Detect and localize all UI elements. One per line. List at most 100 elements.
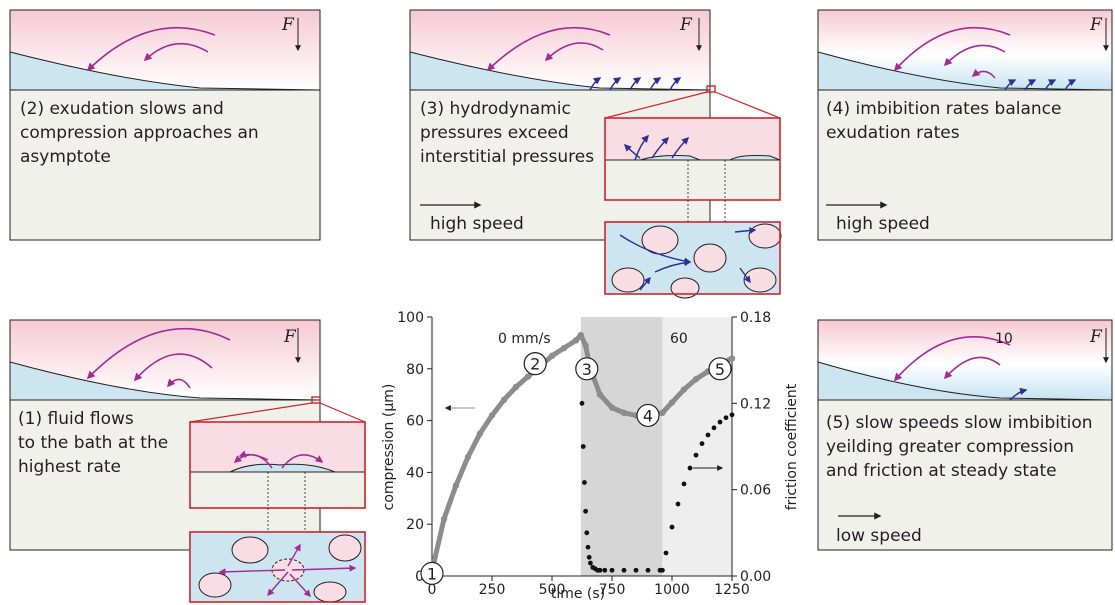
friction-point <box>583 508 588 514</box>
friction-point <box>705 432 711 438</box>
friction-point <box>729 412 735 418</box>
force-label: F <box>281 15 295 35</box>
y-axis-label: compression (μm) <box>381 384 397 511</box>
friction-point <box>584 530 590 536</box>
friction-point <box>597 567 603 573</box>
panel-5-speed: low speed <box>836 526 922 546</box>
flow-arrow <box>133 353 213 382</box>
friction-point <box>588 560 593 566</box>
friction-point <box>711 425 717 431</box>
panel-2: F (2) exudation slows and compression ap… <box>9 9 321 241</box>
x-tick-label: 750 <box>599 582 626 598</box>
panel-1-line-3: highest rate <box>18 457 121 477</box>
friction-point <box>699 441 705 447</box>
flow-arrow <box>86 26 216 72</box>
friction-point <box>681 481 687 487</box>
y2-axis-label: friction coefficient <box>784 383 800 510</box>
compression-line <box>429 332 735 574</box>
phase-marker-label-1: 1 <box>427 564 437 583</box>
friction-point <box>582 480 587 485</box>
friction-point <box>580 444 586 449</box>
panel-2-line-1: (2) exudation slows and <box>20 99 224 119</box>
y-tick-label: 20 <box>406 517 424 533</box>
contact-surface <box>9 89 321 241</box>
cartilage-surface <box>817 51 1113 91</box>
flow-arrow <box>143 42 209 62</box>
x-tick-label: 1250 <box>714 582 750 598</box>
zoom-inset-surface <box>604 117 781 201</box>
panel-5-line-3: and friction at steady state <box>826 461 1057 481</box>
y2-tick-label: 0.18 <box>740 310 771 326</box>
friction-point <box>723 415 729 421</box>
panel-5-line-2: yeilding greater compression <box>826 437 1074 457</box>
friction-point <box>669 524 675 530</box>
panel-2-line-3: asymptote <box>20 147 111 167</box>
friction-point <box>609 567 615 573</box>
friction-point <box>660 567 665 573</box>
panel-5-line-1: (5) slow speeds slow imbibition <box>826 413 1093 433</box>
friction-point <box>687 465 693 471</box>
panel-3-line-1: (3) hydrodynamic <box>420 99 571 119</box>
force-label: F <box>283 327 297 347</box>
force-label: F <box>679 15 693 35</box>
phase-marker-label-4: 4 <box>643 406 653 425</box>
contact-surface <box>817 89 1113 241</box>
contact-surface <box>817 399 1113 551</box>
speed-phase-shading <box>580 317 732 576</box>
panel-5: F (5) slow speeds slow imbibition yeildi… <box>817 319 1113 551</box>
flow-arrow <box>486 26 611 72</box>
panel-4-line-2: exudation rates <box>826 123 960 143</box>
y-tick-label: 0 <box>415 569 424 585</box>
friction-point <box>717 419 723 425</box>
friction-point <box>585 544 591 550</box>
friction-point <box>602 567 608 573</box>
friction-point <box>633 567 639 573</box>
friction-point <box>621 567 627 573</box>
phase-marker-label-3: 3 <box>582 360 592 379</box>
chart-labels: 1 2 3 4 5 <box>420 352 732 586</box>
phase-marker-4 <box>636 403 660 428</box>
flow-arrow <box>893 26 1011 72</box>
friction-point <box>675 501 681 507</box>
y-tick-label: 40 <box>406 465 424 481</box>
y2-tick-label: 0.06 <box>740 483 771 499</box>
shaded-region-light <box>662 317 732 576</box>
y-tick-label: 60 <box>406 414 424 430</box>
flow-arrow <box>166 378 191 389</box>
panel-2-line-2: compression approaches an <box>20 123 259 143</box>
friction-point <box>586 554 592 560</box>
x-tick-label: 0 <box>428 582 437 598</box>
phase-marker-label-5: 5 <box>715 360 725 379</box>
x-tick-label: 250 <box>479 582 506 598</box>
flow-arrow <box>971 68 996 79</box>
x-tick-label: 500 <box>539 582 566 598</box>
phase-marker-label-2: 2 <box>530 355 540 374</box>
shaded-region-dark <box>580 317 663 576</box>
zoom-inset-pores <box>189 531 366 603</box>
panel-1: F (1) fluid flows to the bath at the hig… <box>9 319 366 603</box>
y2-tick-label: 0.00 <box>740 569 771 585</box>
friction-point <box>645 567 651 573</box>
panel-3: F (3) hydrodynamic pressures exceed inte… <box>409 9 782 299</box>
panel-4-line-1: (4) imbibition rates balance <box>826 99 1062 119</box>
zoom-marker <box>706 85 716 93</box>
speed-label-60: 60 <box>670 331 688 347</box>
friction-point <box>579 400 585 406</box>
zoom-marker <box>311 396 321 404</box>
panel-4-speed: high speed <box>836 214 930 234</box>
y-tick-label: 80 <box>406 362 424 378</box>
panel-1-line-1: (1) fluid flows <box>18 409 134 429</box>
x-axis-label: time (s) <box>551 586 605 602</box>
friction-point <box>693 452 699 458</box>
y2-tick-label: 0.12 <box>740 396 771 412</box>
panel-3-speed: high speed <box>430 214 524 234</box>
panel-3-line-3: interstitial pressures <box>420 147 594 167</box>
cartilage-surface <box>9 361 321 401</box>
phase-marker-1 <box>420 561 444 586</box>
panel-3-line-2: pressures exceed <box>420 123 569 143</box>
cartilage-surface <box>409 51 711 91</box>
imbibition-arrow <box>1009 387 1028 401</box>
speed-label-0: 0 mm/s <box>498 331 551 347</box>
